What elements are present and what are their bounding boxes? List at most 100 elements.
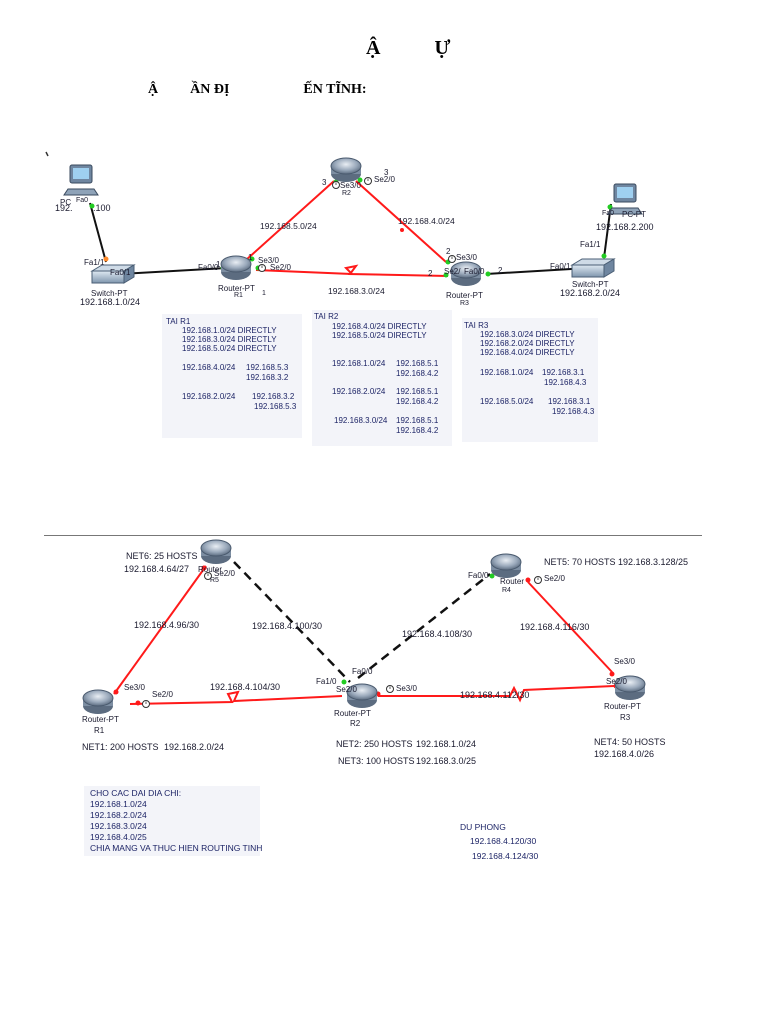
task-line: CHO CAC DAI DIA CHI: xyxy=(90,788,182,798)
table-cell: 192.168.5.3 xyxy=(254,402,297,411)
switch-icon[interactable] xyxy=(570,258,616,278)
net-label: NET4: 50 HOSTS xyxy=(594,737,666,747)
table-cell: 192.168.5.1 xyxy=(396,416,439,425)
router-icon[interactable] xyxy=(82,689,114,714)
subtitle-b: ẦN ĐỊ xyxy=(190,82,230,97)
link-r5-r2 xyxy=(233,561,351,683)
port-dot xyxy=(357,177,363,183)
routing-table-r1: TAI R1 192.168.1.0/24 DIRECTLY 192.168.3… xyxy=(162,314,302,438)
table-row: 192.168.4.0/24 DIRECTLY xyxy=(332,322,427,331)
table-title: TAI R2 xyxy=(314,312,339,321)
r1-id: R1 xyxy=(94,726,105,735)
table-row: 192.168.1.0/24 DIRECTLY xyxy=(182,326,277,335)
clock-icon xyxy=(258,264,266,272)
task-line: CHIA MANG VA THUC HIEN ROUTING TINH xyxy=(90,843,263,853)
r5-id: R5 xyxy=(210,577,219,584)
port-label: Se2/0 xyxy=(606,677,627,686)
port-label: Se3/0 xyxy=(396,684,417,693)
port-label: Se3/0 xyxy=(456,253,477,262)
table-cell: 192.168.5.1 xyxy=(396,387,439,396)
link-r3-sw2 xyxy=(485,267,589,275)
clock-icon xyxy=(204,572,212,580)
link-r2-r4 xyxy=(357,573,491,679)
backup-title: DU PHONG xyxy=(460,822,506,832)
router-icon[interactable] xyxy=(614,675,646,700)
link-label: 192.168.4.104/30 xyxy=(210,682,281,692)
table-row: 192.168.5.0/24 DIRECTLY xyxy=(182,344,277,353)
port-label: Fa0/0 xyxy=(198,263,219,272)
net-label: NET2: 250 HOSTS xyxy=(336,739,413,749)
routing-table-r3: TAI R3 192.168.3.0/24 DIRECTLY 192.168.2… xyxy=(462,318,598,442)
table-row: 192.168.1.0/24 xyxy=(480,368,534,377)
clock-icon xyxy=(386,685,394,693)
port-label: Se3/0 xyxy=(614,657,635,666)
pc-icon[interactable] xyxy=(607,183,643,215)
router-icon[interactable] xyxy=(200,539,232,564)
sw1-label: Switch-PT xyxy=(91,289,128,298)
stray-mark xyxy=(45,151,49,157)
table-cell: 192.168.4.3 xyxy=(552,407,595,416)
r4-id: R4 xyxy=(502,587,511,594)
pc-icon[interactable] xyxy=(63,164,99,196)
r3-label: Router-PT xyxy=(446,291,483,300)
net-ip: 192.168.1.0/24 xyxy=(416,739,477,749)
port-dot xyxy=(201,565,207,571)
router-icon[interactable] xyxy=(450,261,482,286)
table-cell: 192.168.3.1 xyxy=(542,368,585,377)
table-title: TAI R3 xyxy=(464,321,489,330)
port-dot xyxy=(485,271,491,277)
table-cell: 192.168.4.2 xyxy=(396,426,439,435)
sw2-label: Switch-PT xyxy=(572,280,609,289)
r1-label: Router-PT xyxy=(218,284,255,293)
router-icon[interactable] xyxy=(490,553,522,578)
port-dot xyxy=(443,272,449,278)
port-label: Fa0/0 xyxy=(464,267,485,276)
task-line: 192.168.3.0/24 xyxy=(90,821,147,831)
table-cell: 192.168.3.2 xyxy=(252,392,295,401)
clock-icon xyxy=(448,255,456,263)
router-icon[interactable] xyxy=(346,683,378,708)
port-dot xyxy=(400,228,404,232)
task-line: 192.168.2.0/24 xyxy=(90,810,147,820)
port-dot xyxy=(135,700,141,706)
port-number: 1 xyxy=(262,290,266,297)
title-left: Ậ xyxy=(366,37,381,59)
net-ip: 192.168.4.0/26 xyxy=(594,749,655,759)
link-label: 192.168.4.96/30 xyxy=(134,620,200,630)
port-dot xyxy=(113,689,119,695)
r1-id: R1 xyxy=(234,292,243,299)
port-label: Fa0/0 xyxy=(468,571,489,580)
sw1-net: 192.168.1.0/24 xyxy=(80,297,141,307)
backup-line: 192.168.4.124/30 xyxy=(472,851,539,861)
table-cell: 192.168.4.2 xyxy=(396,397,439,406)
switch-icon[interactable] xyxy=(90,264,136,284)
r3-id: R3 xyxy=(460,300,469,307)
port-label: Fa1/1 xyxy=(580,240,601,249)
r5-label: Router xyxy=(198,565,223,574)
port-label: Se2/0 xyxy=(214,569,235,578)
port-dot xyxy=(525,577,531,583)
table-row: 192.168.3.0/24 xyxy=(334,416,388,425)
subtitle-c: ẾN TĨNH: xyxy=(303,82,367,97)
port-label: Se2/0 xyxy=(544,574,565,583)
router-icon[interactable] xyxy=(330,157,362,182)
net-label: NET3: 100 HOSTS xyxy=(338,756,415,766)
table-row: 192.168.2.0/24 xyxy=(332,387,386,396)
link-r1-r2 xyxy=(245,180,335,261)
pc1-label: PC-PT xyxy=(622,210,646,219)
pc0-port: Fa0 xyxy=(76,197,89,204)
port-label: Fa0/1 xyxy=(550,262,571,271)
task-box: CHO CAC DAI DIA CHI: 192.168.1.0/24 192.… xyxy=(84,786,263,856)
table-cell: 192.168.4.3 xyxy=(544,378,587,387)
net-label: NET5: 70 HOSTS xyxy=(544,557,616,567)
port-label: Se3/0 xyxy=(340,181,361,190)
link-label: 192.168.4.100/30 xyxy=(252,621,323,631)
port-label: Fa0/0 xyxy=(352,667,373,676)
table-row: 192.168.3.0/24 DIRECTLY xyxy=(182,335,277,344)
router-icon[interactable] xyxy=(220,255,252,280)
title-right: Ự xyxy=(434,37,451,59)
port-label: Se2/ xyxy=(444,267,461,276)
table-row: 192.168.2.0/24 DIRECTLY xyxy=(480,339,575,348)
